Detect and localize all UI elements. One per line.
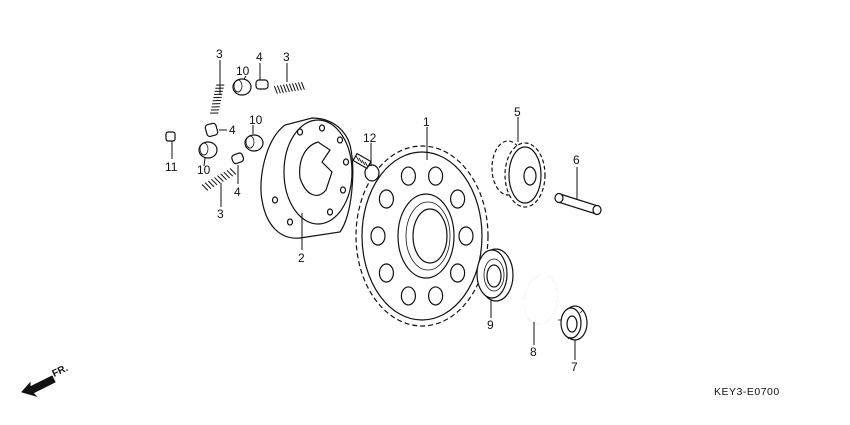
roller-upper: [232, 78, 252, 96]
radial-ball-bearing: [476, 248, 514, 302]
spring-coil: [220, 173, 227, 181]
callout-5: 5: [514, 105, 521, 119]
callout-6: 6: [573, 153, 580, 167]
clutch-bolt-hole: [271, 196, 279, 204]
clutch-bolt-hole: [336, 136, 344, 144]
spring-coil: [210, 178, 218, 186]
special-nut: [558, 305, 588, 341]
spring-coil: [273, 85, 278, 94]
callout-8: 8: [530, 345, 537, 359]
callout-2: 2: [298, 251, 305, 265]
snap-ring: [523, 274, 559, 326]
gear-hole: [400, 286, 417, 306]
spring-upper-left: [210, 84, 225, 114]
starter-driven-gear: [355, 145, 489, 327]
diagram-code: KEY3-E0700: [714, 386, 780, 398]
spring-coil: [288, 83, 293, 92]
roller-middle-right: [244, 134, 264, 152]
gear-hole: [370, 226, 386, 246]
callout-4-upper: 4: [256, 50, 263, 64]
gear-hole: [427, 286, 444, 306]
gear-hole: [449, 189, 466, 209]
callout-10-upper: 10: [236, 64, 250, 78]
spring-coil: [214, 177, 221, 184]
spring-cap-upper: [255, 79, 269, 90]
socket-bolt: [352, 152, 380, 182]
front-direction-label: FR.: [51, 363, 70, 380]
clutch-bolt-hole: [286, 218, 294, 226]
spring-coil: [207, 180, 215, 188]
callout-4-lower: 4: [234, 185, 241, 199]
starter-idle-gear: [491, 140, 546, 208]
spring-coil: [279, 84, 284, 93]
spring-coil: [297, 82, 302, 91]
idle-gear-shaft: [554, 192, 602, 216]
clutch-bolt-hole: [296, 128, 304, 136]
spring-coil: [300, 81, 305, 90]
callout-1: 1: [423, 115, 430, 129]
spring-coil: [223, 171, 230, 179]
gear-hole: [458, 226, 474, 246]
callout-10-middle-left: 10: [197, 163, 211, 177]
leader-lines: [171, 60, 578, 360]
callout-3-upper: 3: [216, 47, 223, 61]
spring-coil: [217, 175, 224, 182]
spring-coil: [294, 82, 299, 91]
spring-cap-lower: [231, 152, 245, 165]
callout-11: 11: [165, 160, 178, 174]
clutch-bolt-hole: [339, 186, 347, 194]
spring-coil: [229, 168, 237, 175]
gear-hole: [449, 263, 466, 283]
callout-3-upper-right: 3: [283, 50, 290, 64]
spring-coil: [291, 83, 296, 92]
callout-9: 9: [487, 318, 494, 332]
front-direction-arrow-icon: FR.: [21, 363, 70, 398]
spring-coil: [201, 184, 209, 191]
spring-cap-middle: [204, 122, 219, 138]
gear-hole: [400, 166, 417, 186]
callout-10-middle-right: 10: [249, 113, 263, 127]
callout-4-middle: 4: [229, 123, 236, 137]
callouts: 3 4 3 10 4 10 11 10 4 3 2 12 1 5 6 9 8 7: [165, 47, 580, 374]
roller-middle-left: [198, 141, 218, 159]
spring-coil: [282, 84, 287, 93]
spring-coil: [276, 85, 281, 94]
clutch-bolt-hole: [318, 124, 326, 132]
spring-coil: [204, 182, 212, 189]
gear-hole: [378, 189, 395, 209]
callout-7: 7: [571, 360, 578, 374]
callout-12: 12: [363, 131, 377, 145]
one-way-clutch-outer: [260, 117, 354, 239]
gear-hole: [378, 263, 395, 283]
spring-lower: [201, 168, 237, 191]
gear-hole: [427, 166, 444, 186]
spring-upper-right: [273, 81, 305, 94]
dowel-pin: [165, 131, 176, 142]
callout-3-lower: 3: [217, 207, 224, 221]
spring-coil: [285, 84, 290, 93]
clutch-bolt-hole: [342, 158, 350, 166]
spring-coil: [226, 169, 234, 177]
clutch-bolt-hole: [326, 208, 334, 216]
